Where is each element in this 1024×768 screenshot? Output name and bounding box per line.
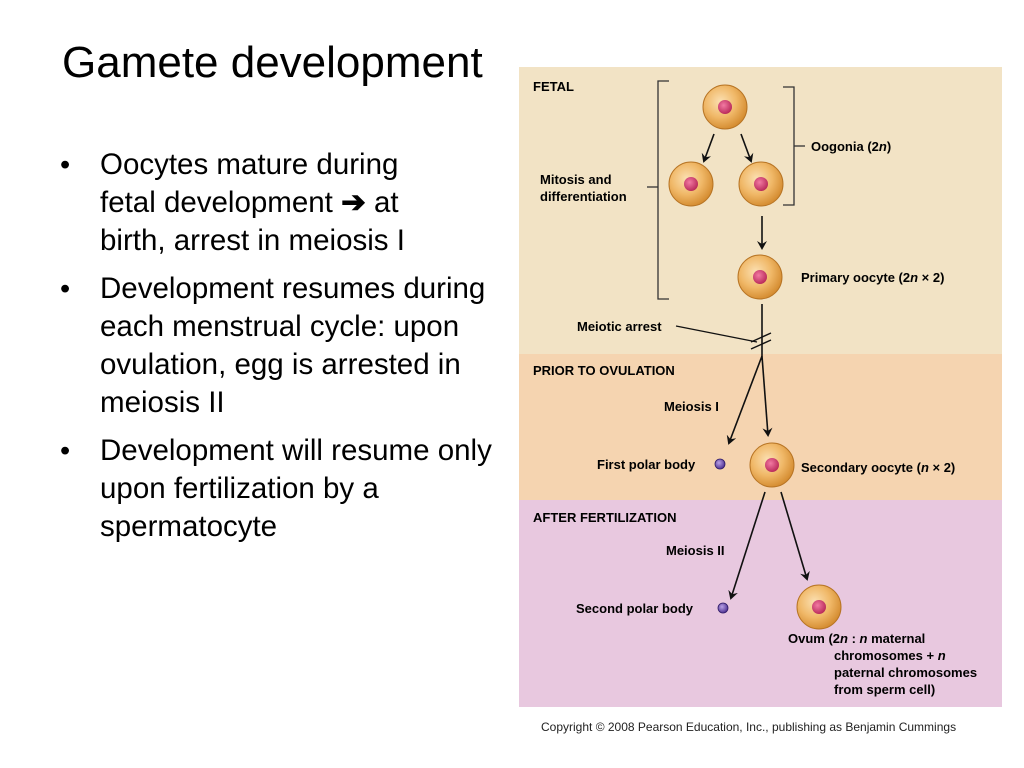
ovum-label-line-4: from sperm cell) (834, 682, 936, 697)
bullet-marker: • (60, 435, 71, 467)
primary-oocyte-cell (737, 254, 783, 300)
mitosis-label: Mitosis and differentiation (540, 171, 627, 205)
ovum-label-n: n (840, 631, 848, 646)
ovum-label-text: Ovum (2 (788, 631, 841, 646)
ovum-label: Ovum (2n : n maternal (788, 630, 925, 647)
oogonium-cell-right (738, 161, 784, 207)
mitosis-bracket (657, 80, 669, 300)
diagram-graphics (647, 80, 842, 630)
meiotic-arrest-pointer (675, 325, 758, 343)
bullet-text-line: Oocytes mature during (100, 148, 399, 181)
right-arrow-icon: ➔ (341, 186, 366, 219)
first-polar-body-label: First polar body (597, 457, 696, 472)
bullet-text: Development resumes during each menstrua… (100, 272, 486, 419)
arrow-oogonia-right (740, 133, 754, 163)
secondary-label-text: × 2) (928, 460, 956, 475)
meiotic-arrest-label: Meiotic arrest (577, 319, 662, 334)
fetal-label: FETAL (533, 79, 574, 94)
ovum-label-text: chromosomes + (834, 648, 938, 663)
bullet-text-line: fetal development (100, 186, 333, 219)
ovum-label-text: : (847, 631, 860, 646)
arrest-mark-1 (750, 332, 772, 343)
slide-title: Gamete development (62, 38, 483, 87)
after-fertilization-band (519, 500, 1002, 707)
oogonia-label-n: n (878, 139, 887, 154)
primary-label-text: × 2) (918, 270, 945, 285)
ovum-label-n: n (859, 631, 868, 646)
oogonium-cell-left (668, 161, 714, 207)
oogonia-label: Oogonia (2n) (811, 138, 891, 155)
oogenesis-diagram: FETAL PRIOR TO OVULATION AFTER FERTILIZA… (519, 67, 1002, 707)
mitosis-label-line: Mitosis and (540, 172, 612, 187)
primary-label-text: Primary oocyte (2 (801, 270, 911, 285)
meiosis-ii-label: Meiosis II (666, 543, 725, 558)
oogonia-bracket (783, 86, 795, 206)
arrow-to-ovum (780, 491, 810, 581)
bullet-text-line: birth, arrest in meiosis I (100, 224, 405, 257)
bullet-marker: • (60, 149, 71, 181)
mitosis-label-line: differentiation (540, 189, 627, 204)
ovum-label-line-2: chromosomes + n (834, 647, 946, 664)
bullet-text-line: at (374, 186, 399, 219)
bullet-item: • Development resumes during each menstr… (58, 270, 498, 422)
after-fertilization-label: AFTER FERTILIZATION (533, 510, 677, 525)
fetal-band (519, 67, 1002, 354)
arrow-to-first-polar (726, 355, 763, 445)
arrow-oogonia-left (701, 133, 715, 163)
secondary-label-n: n (920, 460, 929, 475)
oogonium-cell-top (702, 84, 748, 130)
bullet-item: • Oocytes mature during fetal developmen… (58, 146, 498, 260)
bullet-text: Development will resume only upon fertil… (100, 434, 492, 543)
secondary-label-text: Secondary oocyte ( (801, 460, 921, 475)
second-polar-body (717, 602, 729, 614)
bullet-list: • Oocytes mature during fetal developmen… (58, 146, 498, 556)
bullet-item: • Development will resume only upon fert… (58, 432, 498, 546)
arrest-mark-2 (750, 339, 772, 350)
ovum-label-n: n (937, 648, 946, 663)
primary-label-n: n (910, 270, 919, 285)
oogonia-label-text: Oogonia (2 (811, 139, 879, 154)
second-polar-body-label: Second polar body (576, 601, 694, 616)
ovum-label-text: maternal (867, 631, 926, 646)
arrow-to-second-polar (728, 491, 766, 600)
primary-oocyte-label: Primary oocyte (2n × 2) (801, 269, 944, 286)
oogonia-label-text: ) (886, 139, 892, 154)
bullet-marker: • (60, 273, 71, 305)
copyright-notice: Copyright © 2008 Pearson Education, Inc.… (541, 720, 957, 734)
meiosis-i-label: Meiosis I (664, 399, 719, 414)
ovum-cell (796, 584, 842, 630)
prior-to-ovulation-label: PRIOR TO OVULATION (533, 363, 675, 378)
first-polar-body (714, 458, 726, 470)
arrow-to-secondary (761, 355, 773, 437)
secondary-oocyte-label: Secondary oocyte (n × 2) (801, 459, 955, 476)
secondary-oocyte-cell (749, 442, 795, 488)
ovum-label-line-3: paternal chromosomes (834, 665, 978, 680)
